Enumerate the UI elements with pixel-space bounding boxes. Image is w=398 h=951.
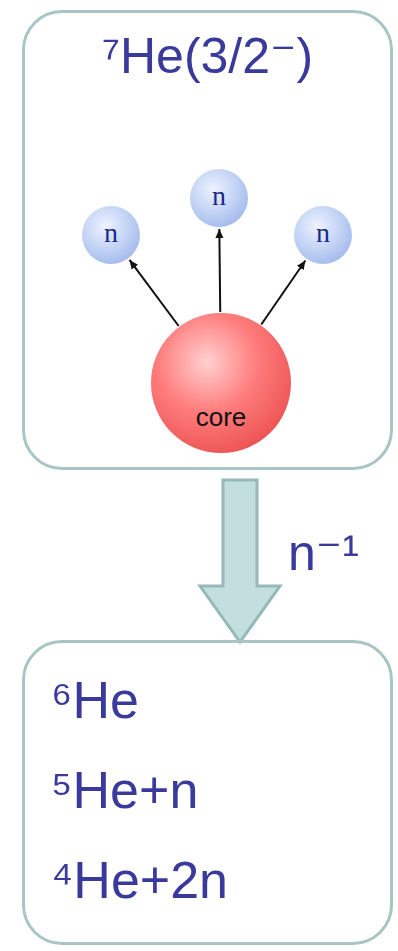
decay-product: ⁶He: [25, 655, 390, 745]
decay-product: ⁵He+n: [25, 745, 390, 835]
core-circle: core: [151, 313, 291, 453]
neutron-label: n: [294, 217, 352, 249]
position-arrow: [129, 260, 178, 326]
decay-product: ⁴He+2n: [25, 835, 390, 925]
neutron-circle: n: [190, 169, 248, 227]
block-arrow: [200, 480, 280, 642]
neutron-circle: n: [294, 206, 352, 264]
core-label: core: [151, 402, 291, 433]
neutron-label: n: [190, 180, 248, 212]
position-arrow: [218, 229, 221, 312]
neutron-label: n: [82, 217, 140, 249]
edge-label: n⁻¹: [288, 524, 359, 582]
position-arrow: [261, 261, 305, 325]
state-box: ⁷He(3/2⁻) n n n core: [22, 10, 393, 470]
nucleus-title: ⁷He(3/2⁻): [25, 27, 390, 85]
state-box: ⁶He⁵He+n⁴He+2n: [22, 640, 393, 945]
neutron-circle: n: [82, 206, 140, 264]
